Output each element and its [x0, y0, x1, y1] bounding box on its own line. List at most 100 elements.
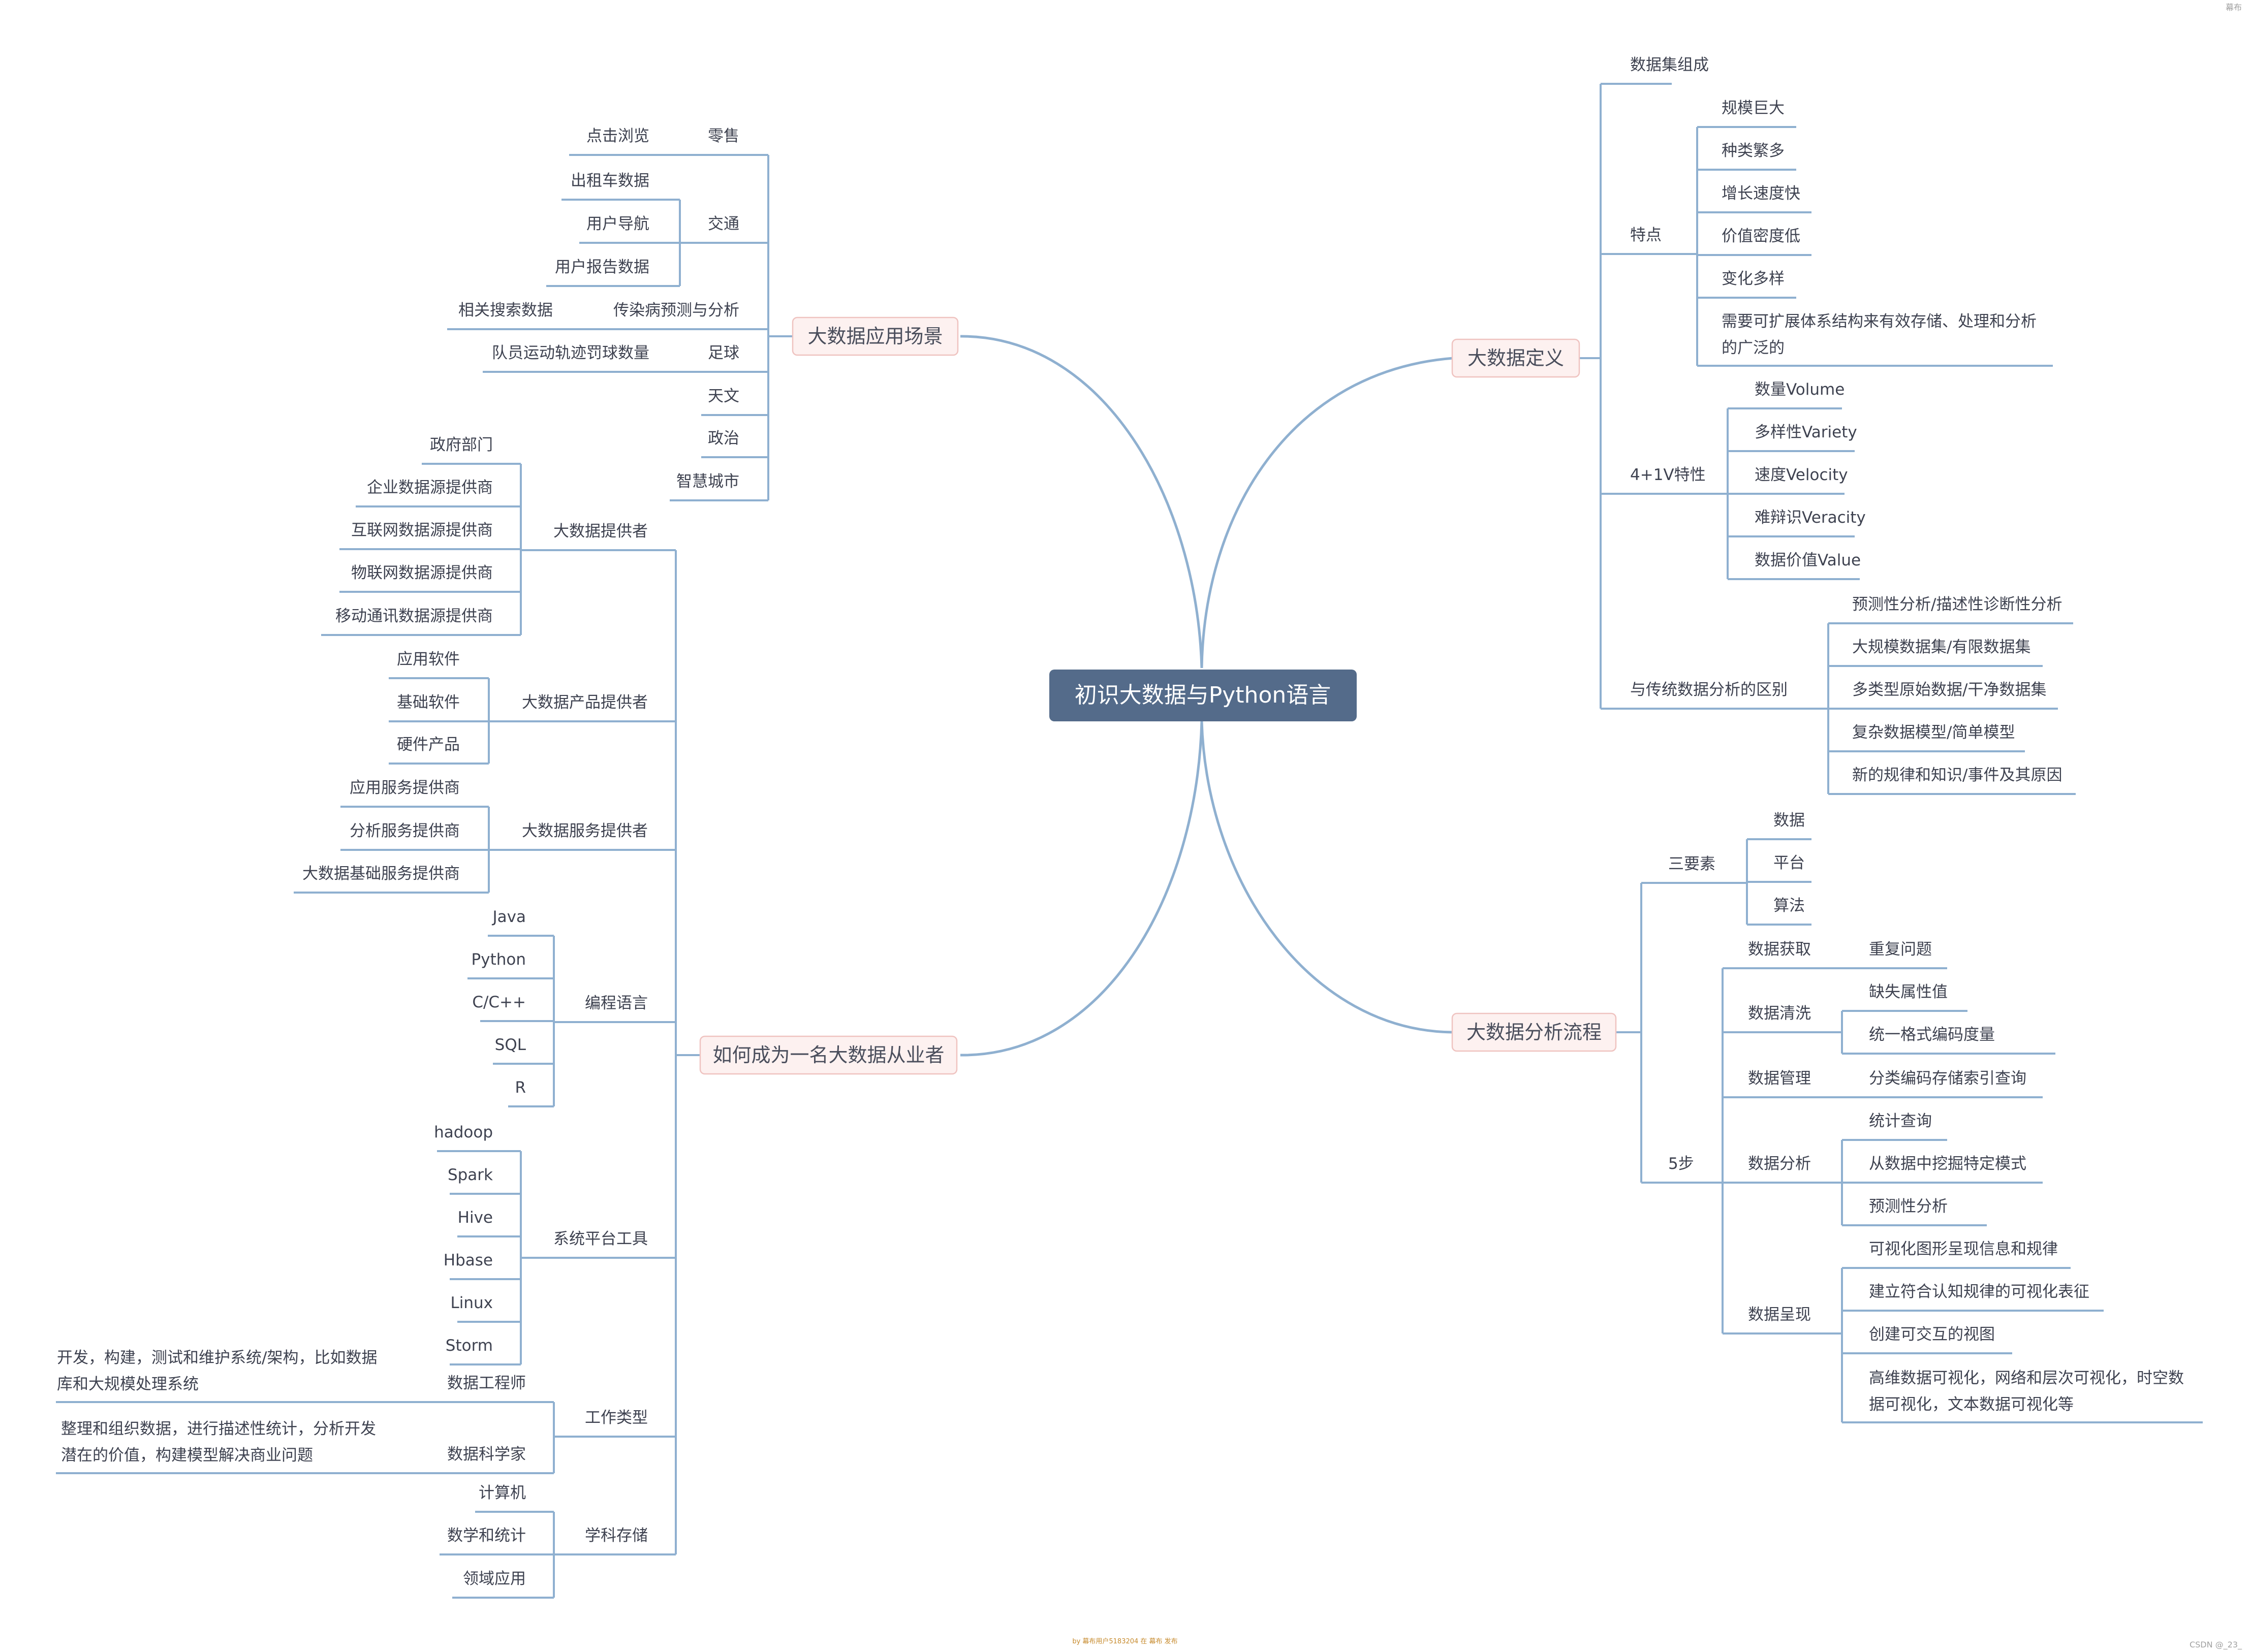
career-disciplines-label: 学科存储 [585, 1527, 648, 1545]
spoke-definition [1200, 357, 1454, 669]
def-v-item: 多样性Variety [1755, 423, 1857, 441]
proc-step-label: 数据呈现 [1748, 1306, 1811, 1324]
career-services-label: 大数据服务提供者 [522, 822, 648, 840]
main-branch-curves [960, 335, 1454, 1057]
node-labels: 数据集组成特点规模巨大种类繁多增长速度快价值密度低变化多样需要可扩展体系结构来有… [57, 56, 2184, 1588]
career-tools-item: Storm [446, 1337, 493, 1355]
career-products-item: 硬件产品 [397, 736, 460, 754]
career-services-item: 应用服务提供商 [350, 779, 460, 797]
branch-definition-label: 大数据定义 [1467, 347, 1564, 369]
career-languages-item: SQL [495, 1036, 526, 1054]
career-providers-item: 物联网数据源提供商 [351, 564, 493, 582]
career-languages-item: Python [472, 950, 526, 969]
career-products-item: 基础软件 [397, 693, 460, 712]
career-providers-item: 企业数据源提供商 [367, 479, 493, 497]
scen-retail-label: 零售 [708, 127, 739, 145]
footer-credit: by 幕布用户5183204 在 幕布 发布 [1072, 1637, 1177, 1645]
proc-step-item: 建立符合认知规律的可视化表征 [1869, 1283, 2089, 1301]
spoke-scenarios [960, 335, 1203, 669]
proc-step-item: 高维数据可视化，网络和层次可视化，时空数据可视化，文本数据可视化等 [1869, 1369, 2184, 1414]
career-disciplines-item: 领域应用 [463, 1570, 526, 1588]
def-diff-item: 预测性分析/描述性诊断性分析 [1852, 595, 2062, 614]
career-tools-item: hadoop [434, 1123, 493, 1141]
career-disciplines-item: 计算机 [479, 1484, 526, 1502]
proc-step-item: 重复问题 [1869, 940, 1932, 959]
branch-process-box[interactable] [1451, 1012, 1617, 1052]
center-topic-box[interactable] [1049, 670, 1357, 721]
proc-step-item: 预测性分析 [1869, 1197, 1948, 1216]
career-languages-label: 编程语言 [585, 994, 648, 1012]
proc-three-label: 三要素 [1668, 855, 1715, 873]
def-v-label: 4+1V特性 [1630, 466, 1706, 484]
scen-traffic-item: 用户导航 [586, 215, 649, 233]
scen-traffic-item: 出租车数据 [571, 172, 649, 190]
proc-step-item: 从数据中挖掘特定模式 [1869, 1155, 2026, 1173]
corner-watermark: CSDN @_23_ [2190, 1640, 2242, 1650]
def-diff-item: 大规模数据集/有限数据集 [1852, 638, 2030, 656]
career-providers-item: 移动通讯数据源提供商 [335, 607, 493, 625]
node-boxes: 初识大数据与Python语言大数据定义大数据分析流程大数据应用场景如何成为一名大… [699, 316, 1617, 1075]
branch-scenarios-box[interactable] [792, 316, 959, 356]
scen-epidemic-item: 相关搜索数据 [458, 301, 553, 320]
proc-step-item: 统一格式编码度量 [1869, 1026, 1995, 1044]
career-languages-item: Java [492, 908, 526, 926]
proc-step-item: 分类编码存储索引查询 [1869, 1069, 2026, 1088]
corner-top-label: 幕布 [2226, 3, 2242, 12]
career-providers-item: 互联网数据源提供商 [351, 521, 493, 539]
spoke-career [960, 721, 1203, 1057]
proc-element-item: 数据 [1773, 811, 1805, 830]
proc-step-item: 缺失属性值 [1869, 983, 1948, 1001]
career-languages-item: R [515, 1078, 526, 1097]
spoke-process [1200, 721, 1454, 1034]
def-feature-item: 需要可扩展体系结构来有效存储、处理和分析的广泛的 [1722, 312, 2037, 357]
scen-other-item: 政治 [708, 429, 739, 448]
career-languages-item: C/C++ [472, 993, 526, 1011]
scen-football-item: 队员运动轨迹罚球数量 [492, 344, 649, 362]
branch-scenarios-label: 大数据应用场景 [807, 325, 943, 347]
career-services-item: 分析服务提供商 [350, 822, 460, 840]
branch-process-label: 大数据分析流程 [1466, 1021, 1602, 1043]
scen-traffic-item: 用户报告数据 [555, 258, 649, 276]
def-features-label: 特点 [1630, 226, 1662, 244]
proc-element-item: 算法 [1773, 897, 1805, 915]
def-v-item: 数量Volume [1755, 380, 1845, 399]
scen-football-label: 足球 [708, 344, 739, 362]
branch-definition-box[interactable] [1451, 338, 1580, 378]
def-diff-label: 与传统数据分析的区别 [1630, 681, 1788, 699]
career-job-name: 数据科学家 [447, 1445, 526, 1464]
proc-step-label: 数据分析 [1748, 1155, 1811, 1173]
proc-steps-label: 5步 [1668, 1155, 1694, 1173]
career-providers-item: 政府部门 [430, 436, 493, 454]
scen-epidemic-label: 传染病预测与分析 [613, 301, 739, 320]
career-tools-item: Hive [458, 1209, 493, 1227]
def-diff-item: 新的规律和知识/事件及其原因 [1852, 766, 2062, 784]
career-providers-label: 大数据提供者 [553, 522, 648, 541]
branch-career-box[interactable] [699, 1035, 958, 1075]
career-job-name: 数据工程师 [447, 1374, 526, 1392]
career-job-desc: 整理和组织数据，进行描述性统计，分析开发潜在的价值，构建模型解决商业问题 [61, 1420, 376, 1465]
career-services-item: 大数据基础服务提供商 [302, 865, 460, 883]
proc-step-item: 可视化图形呈现信息和规律 [1869, 1240, 2058, 1258]
def-feature-item: 价值密度低 [1722, 227, 1800, 245]
def-v-item: 速度Velocity [1755, 466, 1848, 484]
proc-step-item: 统计查询 [1869, 1112, 1932, 1130]
career-tools-label: 系统平台工具 [553, 1230, 648, 1248]
def-feature-item: 种类繁多 [1722, 142, 1785, 160]
def-v-item: 难辩识Veracity [1755, 509, 1866, 527]
career-job-desc: 开发，构建，测试和维护系统/架构，比如数据库和大规模处理系统 [57, 1349, 377, 1393]
career-products-item: 应用软件 [397, 650, 460, 669]
proc-step-item: 创建可交互的视图 [1869, 1325, 1995, 1344]
proc-step-label: 数据清洗 [1748, 1004, 1811, 1023]
def-composition-label: 数据集组成 [1630, 56, 1709, 74]
def-diff-item: 复杂数据模型/简单模型 [1852, 723, 2015, 742]
career-disciplines-item: 数学和统计 [447, 1527, 526, 1545]
career-jobs-label: 工作类型 [585, 1409, 648, 1427]
scen-other-item: 智慧城市 [676, 472, 739, 491]
career-tools-item: Linux [450, 1294, 493, 1312]
proc-step-label: 数据管理 [1748, 1069, 1811, 1088]
career-tools-item: Spark [448, 1166, 493, 1184]
scen-traffic-label: 交通 [708, 215, 739, 233]
proc-step-label: 数据获取 [1748, 940, 1811, 959]
connector-lines [56, 83, 2203, 1599]
